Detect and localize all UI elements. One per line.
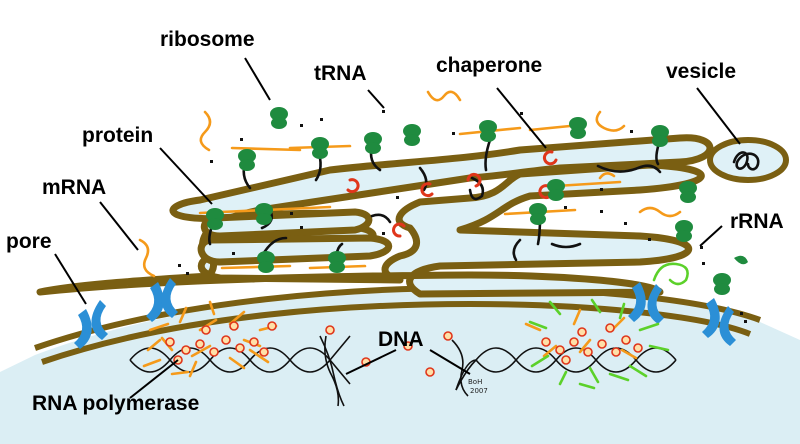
label-rna-polymerase: RNA polymerase [32,392,199,415]
pore-shape [146,278,178,322]
ribosome-shape [547,179,565,201]
ribosome-shape [257,251,275,273]
nucleoplasm [0,289,800,444]
ribosome-shape [479,120,497,142]
label-ribosome: ribosome [160,28,255,51]
chaperones [346,150,558,238]
er-lower-sheet [200,208,373,240]
endoplasmic-reticulum [36,134,714,298]
ribosome-fragment [734,255,748,265]
ribosome-shape [403,124,421,146]
ribosomes [206,107,748,295]
signature-year: 2007 [470,387,488,395]
label-mrna: mRNA [42,176,106,199]
ribosome-shape [569,117,587,139]
ribosome-shape [255,203,273,225]
er-lower-sheet-2 [197,234,393,266]
pore-shape [702,298,736,346]
pore-shape [628,282,664,324]
label-dna: DNA [378,328,424,351]
ribosome-shape [238,149,256,171]
ribosome-shape [206,208,224,230]
ribosome-shape [529,203,547,225]
vesicle-body [707,137,789,183]
transcription-left [142,300,278,378]
nuclear-pores [74,278,736,349]
label-pore: pore [6,230,52,253]
ribosome-shape [364,132,382,154]
ribosome-shape [311,137,329,159]
rrna-strand [652,262,689,286]
ribosome-shape [328,251,346,273]
label-trna: tRNA [314,62,367,85]
pore-shape [74,300,108,349]
label-vesicle: vesicle [666,60,736,83]
trna-dots [178,110,747,323]
ribosome-shape [679,181,697,203]
label-chaperone: chaperone [436,54,542,77]
transcription-right [524,298,670,390]
signature-author: BoH [468,378,482,386]
leader-lines [54,57,741,399]
ribosome-shape [713,273,731,295]
ribosome-shape [270,107,288,129]
label-protein: protein [82,124,153,147]
ribosome-shape [675,220,693,242]
ribosome-shape [651,125,669,147]
free-nucleotides [325,325,453,377]
label-rrna: rRNA [730,210,784,233]
